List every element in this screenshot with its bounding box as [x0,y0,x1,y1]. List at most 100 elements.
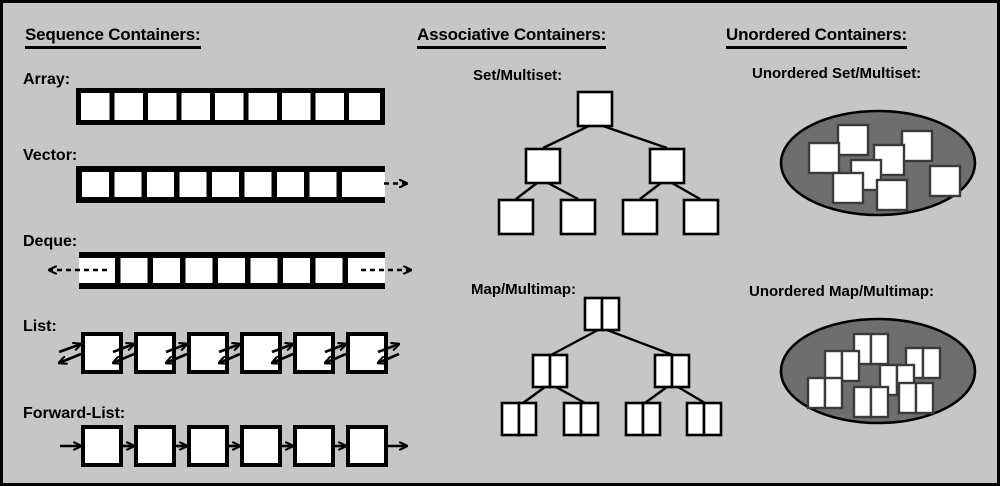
deque-bottom-rail [79,283,385,289]
heading-sequence-containers: Sequence Containers: [25,25,201,49]
map-node-key [806,376,827,410]
deque-cell [185,258,213,283]
list-node [187,332,229,374]
set-tree-node-leaf [682,198,720,236]
vector-bottom-rail [76,197,385,203]
deque-cells [79,258,385,283]
map-tree-node-leaf [562,401,600,437]
vector-cell [82,172,109,197]
unordered-map-element [806,376,844,410]
unordered-set-element [875,178,909,212]
map-node-key [624,401,645,437]
map-node-value [914,381,935,415]
array-cell [248,93,277,120]
unordered-set-element [807,141,841,175]
array-cell [148,93,177,120]
map-node-value [869,385,890,419]
list-structure [59,332,399,374]
unordered-set-element [831,171,865,205]
array-cells [81,93,380,120]
map-tree-node-leaf [685,401,723,437]
vector-cell [147,172,174,197]
map-node-value [641,401,662,437]
array-cell [114,93,143,120]
set-tree-node [524,147,562,185]
map-node-key [531,353,552,389]
array-cell [81,93,110,120]
deque-separators [115,258,348,283]
deque-cell [250,258,278,283]
unordered-set-element [928,164,962,198]
vector-structure [76,166,407,203]
list-node [134,332,176,374]
deque-cell [348,258,385,283]
map-node-value [670,353,691,389]
unordered-map-element [897,381,935,415]
sub-label-map-multimap: Map/Multimap: [471,281,576,298]
heading-unordered-containers: Unordered Containers: [726,25,907,49]
list-links [59,344,399,363]
map-node-value [869,332,890,366]
forward-list-node [81,425,123,467]
forward-list-node [346,425,388,467]
map-node-value [548,353,569,389]
forward-list-structure [60,425,407,467]
map-node-key [897,381,918,415]
row-label-list: List: [23,318,57,335]
deque-top-rail [79,252,385,258]
vector-cell [114,172,142,197]
sub-label-set-multiset: Set/Multiset: [473,67,563,84]
heading-associative-containers: Associative Containers: [417,25,606,49]
list-node [293,332,335,374]
list-node [346,332,388,374]
deque-cell [120,258,148,283]
list-node [81,332,123,374]
deque-cell [218,258,245,283]
map-node-value [702,401,723,437]
set-tree-node-leaf [497,198,535,236]
row-label-deque: Deque: [23,233,78,250]
map-node-value [517,401,538,437]
map-node-key [685,401,706,437]
forward-list-node [293,425,335,467]
set-multiset-tree [497,90,720,236]
map-multimap-tree [500,296,723,437]
row-label-forward-list: Forward-List: [23,405,126,422]
sub-label-unordered-map-multimap: Unordered Map/Multimap: [749,283,935,300]
map-node-value [921,346,942,380]
map-tree-node-root [583,296,621,332]
forward-list-node [187,425,229,467]
map-node-key [583,296,604,332]
array-cell [349,93,380,120]
forward-list-node [240,425,282,467]
array-cell [215,93,244,120]
vector-cell [309,172,337,197]
set-tree-edges [515,123,701,201]
deque-cell [315,258,343,283]
unordered-map-element [823,349,861,383]
deque-structure [49,252,411,289]
vector-cell [179,172,207,197]
deque-cell [283,258,310,283]
row-label-array: Array: [23,71,71,88]
array-cell [315,93,344,120]
set-tree-node-root [576,90,614,128]
map-node-key [562,401,583,437]
map-node-key [823,349,844,383]
array-structure [76,88,385,125]
map-node-key [852,385,873,419]
vector-cell [342,172,385,197]
unordered-set-element [900,129,934,163]
unordered-set-element [836,123,870,157]
list-node [240,332,282,374]
array-cell [282,93,311,120]
vector-cell [212,172,239,197]
unordered-set-structure [779,109,977,217]
vector-cell [277,172,304,197]
map-tree-node [653,353,691,389]
map-tree-edges [522,328,706,405]
map-node-value [840,349,861,383]
row-label-vector: Vector: [23,147,78,164]
set-tree-node-leaf [621,198,659,236]
